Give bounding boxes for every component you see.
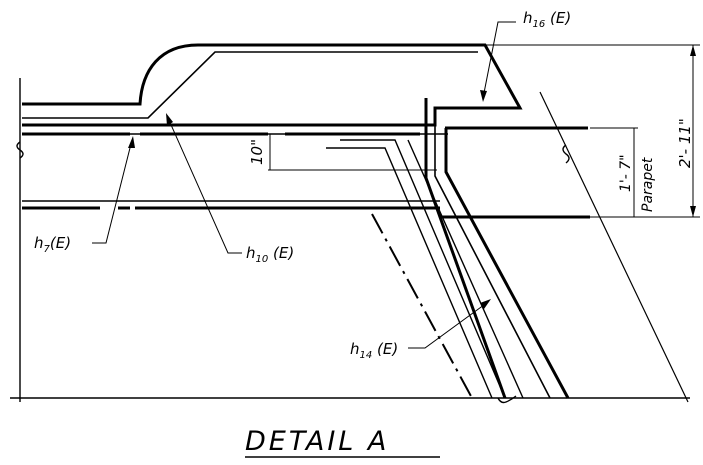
parapet-wall-inner [444, 128, 570, 399]
h10-leader [167, 117, 242, 254]
dim-2-11-arrow-top [690, 45, 696, 56]
h10-label: h10 (E) [246, 244, 294, 265]
ground-break-symbol [497, 395, 517, 404]
parapet-wall-outer [424, 98, 507, 399]
h7-label: h7(E) [34, 234, 71, 255]
h7-leader [92, 139, 133, 244]
dim-10-label: 10" [248, 139, 266, 165]
sloped-line-3 [407, 139, 524, 399]
h14-leader [408, 301, 489, 349]
h16-arrowhead [480, 90, 487, 102]
right-diagonal-line [539, 91, 689, 403]
dim-2-11-arrow-bottom [690, 206, 696, 217]
dim-parapet-label: Parapet [640, 157, 656, 212]
sloped-line-2 [326, 147, 493, 399]
dash-dot-line [371, 213, 473, 399]
h14-arrowhead [480, 299, 491, 309]
detail-title: DETAIL A [245, 426, 389, 457]
dim-2-11-label: 2'- 11" [676, 118, 694, 168]
h14-label: h14 (E) [350, 340, 398, 361]
sloped-line-1 [340, 139, 506, 399]
dim-1-7-label: 1'- 7" [618, 154, 634, 192]
left-break-symbol [16, 141, 24, 159]
h16-leader [482, 21, 516, 99]
h10-arrowhead [166, 113, 173, 126]
roof-top-line [22, 43, 523, 127]
parapet-wall-mid [434, 108, 551, 399]
right-break-symbol [562, 144, 570, 164]
roof-inner-line [22, 51, 478, 119]
h16-label: h16 (E) [523, 9, 571, 30]
h7-arrowhead [128, 136, 135, 148]
